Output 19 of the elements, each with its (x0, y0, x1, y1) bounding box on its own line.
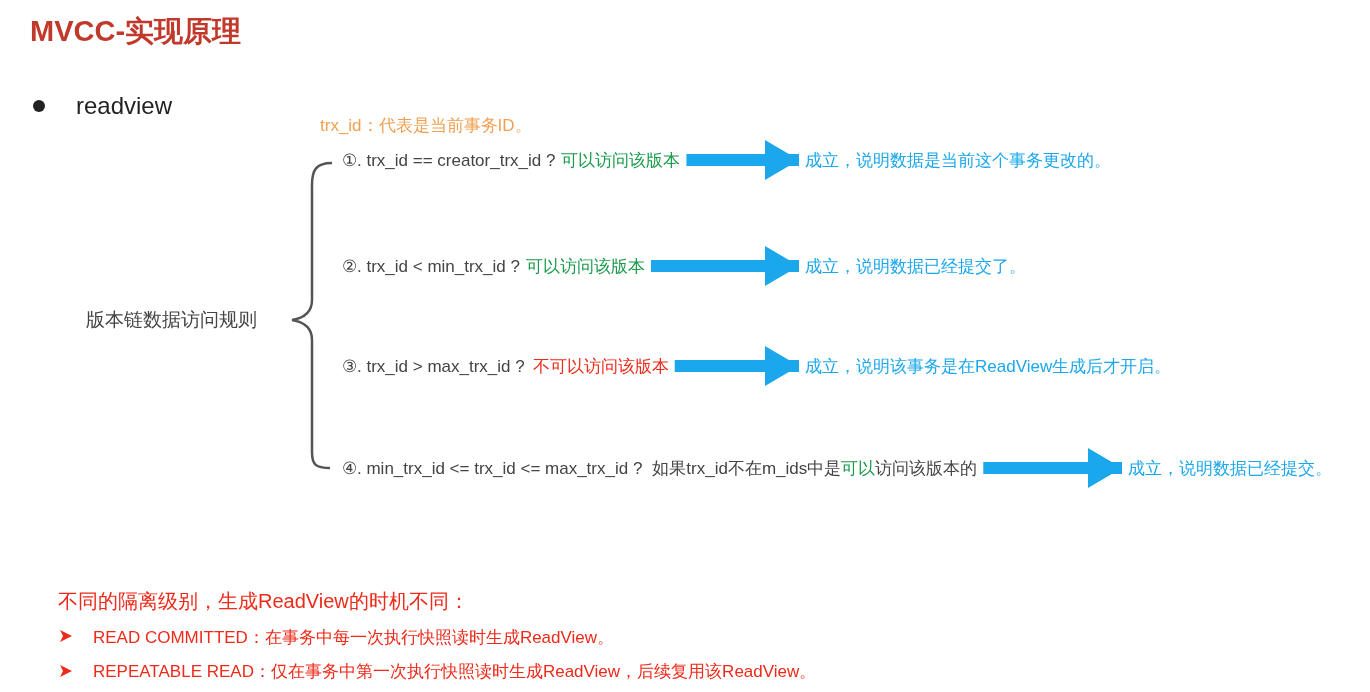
rule-text: ①. trx_id == creator_trx_id ? 可以访问该版本 (342, 148, 681, 172)
result-text: 成立，说明数据已经提交了。 (805, 254, 1026, 278)
list-item-text: READ COMMITTED：在事务中每一次执行快照读时生成ReadView。 (93, 627, 615, 649)
result-text: 成立，说明数据已经提交。 (1128, 456, 1332, 480)
rule-text: ②. trx_id < min_trx_id ? 可以访问该版本 (342, 254, 645, 278)
arrow (983, 448, 1122, 488)
rule-text: ③. trx_id > max_trx_id ? 不可以访问该版本 (342, 354, 669, 378)
rule-text: ④. min_trx_id <= trx_id <= max_trx_id ? 如果trx_id不在m_ids中是可以访问该版本的 (342, 456, 978, 480)
result-text: 成立，说明该事务是在ReadView生成后才开启。 (805, 354, 1172, 378)
arrow (674, 346, 799, 386)
list-item-text: REPEATABLE READ：仅在事务中第一次执行快照读时生成ReadView，后续复用该ReadView。 (93, 661, 817, 683)
arrow (686, 140, 799, 180)
title: MVCC-实现原理 (30, 14, 242, 49)
bullet-text: readview (76, 92, 173, 120)
note-text: trx_id：代表是当前事务ID。 (320, 115, 532, 137)
rule-heading: 版本链数据访问规则 (86, 307, 257, 333)
heading-text: 不同的隔离级别，生成ReadView的时机不同： (58, 589, 469, 614)
arrow (651, 246, 799, 286)
result-text: 成立，说明数据是当前这个事务更改的。 (805, 148, 1111, 172)
